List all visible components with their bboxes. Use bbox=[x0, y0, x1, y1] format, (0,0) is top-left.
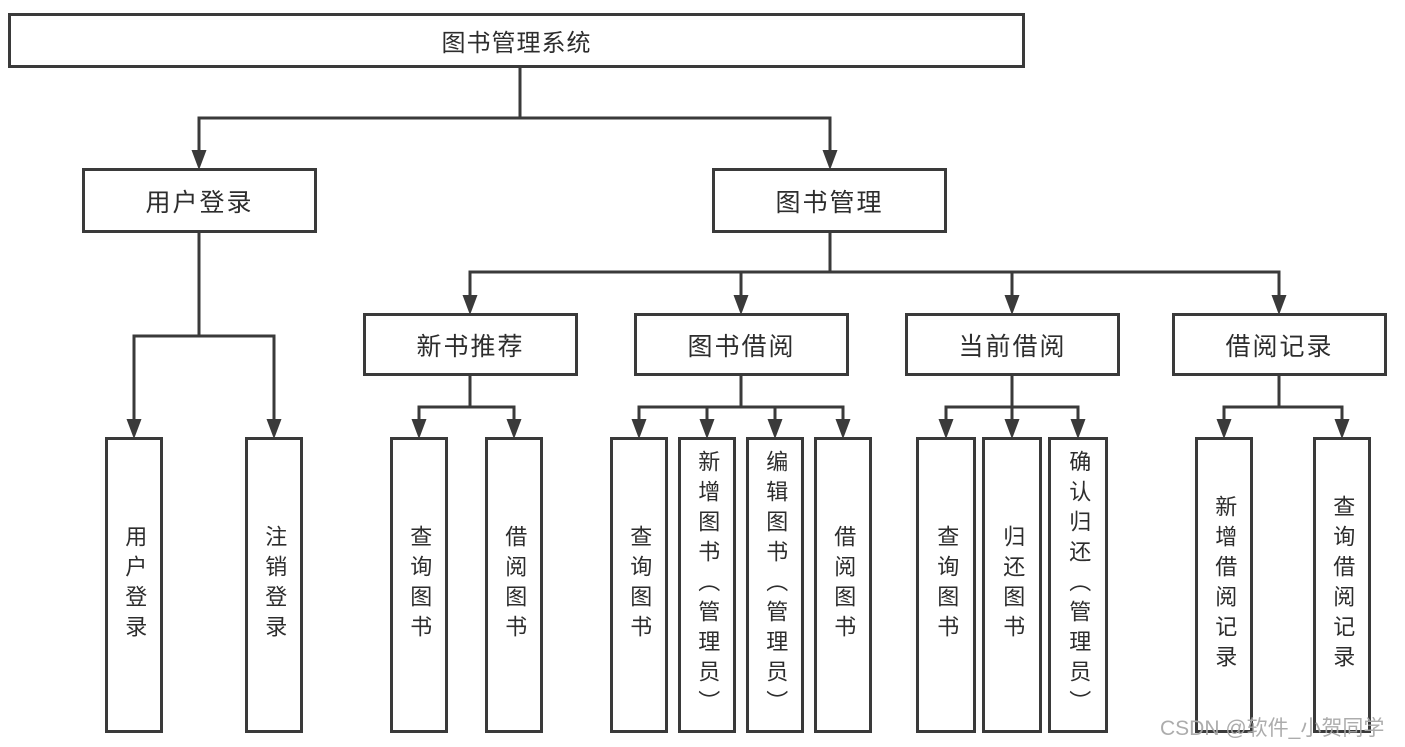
node-leaf-user-login: 用户登录 bbox=[105, 437, 163, 733]
node-book-management: 图书管理 bbox=[712, 168, 947, 233]
node-leaf-query-books-current: 查询图书 bbox=[916, 437, 976, 733]
node-leaf-borrow-books: 借阅图书 bbox=[814, 437, 872, 733]
arrowhead-icons bbox=[126, 150, 1350, 439]
node-user-login: 用户登录 bbox=[82, 168, 317, 233]
node-leaf-borrow-books-recommend: 借阅图书 bbox=[485, 437, 543, 733]
node-leaf-add-borrow-record: 新增借阅记录 bbox=[1195, 437, 1253, 733]
node-root: 图书管理系统 bbox=[8, 13, 1025, 68]
node-leaf-edit-book-admin: 编辑图书（管理员） bbox=[746, 437, 804, 733]
node-leaf-return-book: 归还图书 bbox=[982, 437, 1042, 733]
node-current-borrowing: 当前借阅 bbox=[905, 313, 1120, 376]
node-leaf-logout: 注销登录 bbox=[245, 437, 303, 733]
watermark: CSDN @软件_小贺同学 bbox=[1160, 717, 1385, 740]
node-root-label: 图书管理系统 bbox=[441, 30, 592, 57]
node-leaf-query-books-borrow: 查询图书 bbox=[610, 437, 668, 733]
node-leaf-query-books-recommend: 查询图书 bbox=[390, 437, 448, 733]
node-user-login-label: 用户登录 bbox=[145, 188, 254, 217]
node-new-book-recommend: 新书推荐 bbox=[363, 313, 578, 376]
node-book-management-label: 图书管理 bbox=[775, 188, 884, 217]
node-leaf-add-book-admin: 新增图书（管理员） bbox=[678, 437, 736, 733]
node-borrowing-records: 借阅记录 bbox=[1172, 313, 1387, 376]
node-book-borrowing-label: 图书借阅 bbox=[687, 332, 796, 361]
node-current-borrowing-label: 当前借阅 bbox=[958, 332, 1067, 361]
node-leaf-confirm-return-admin: 确认归还（管理员） bbox=[1048, 437, 1108, 733]
node-book-borrowing: 图书借阅 bbox=[634, 313, 849, 376]
node-leaf-query-borrow-record: 查询借阅记录 bbox=[1313, 437, 1371, 733]
node-new-book-recommend-label: 新书推荐 bbox=[416, 332, 525, 361]
node-borrowing-records-label: 借阅记录 bbox=[1225, 332, 1334, 361]
